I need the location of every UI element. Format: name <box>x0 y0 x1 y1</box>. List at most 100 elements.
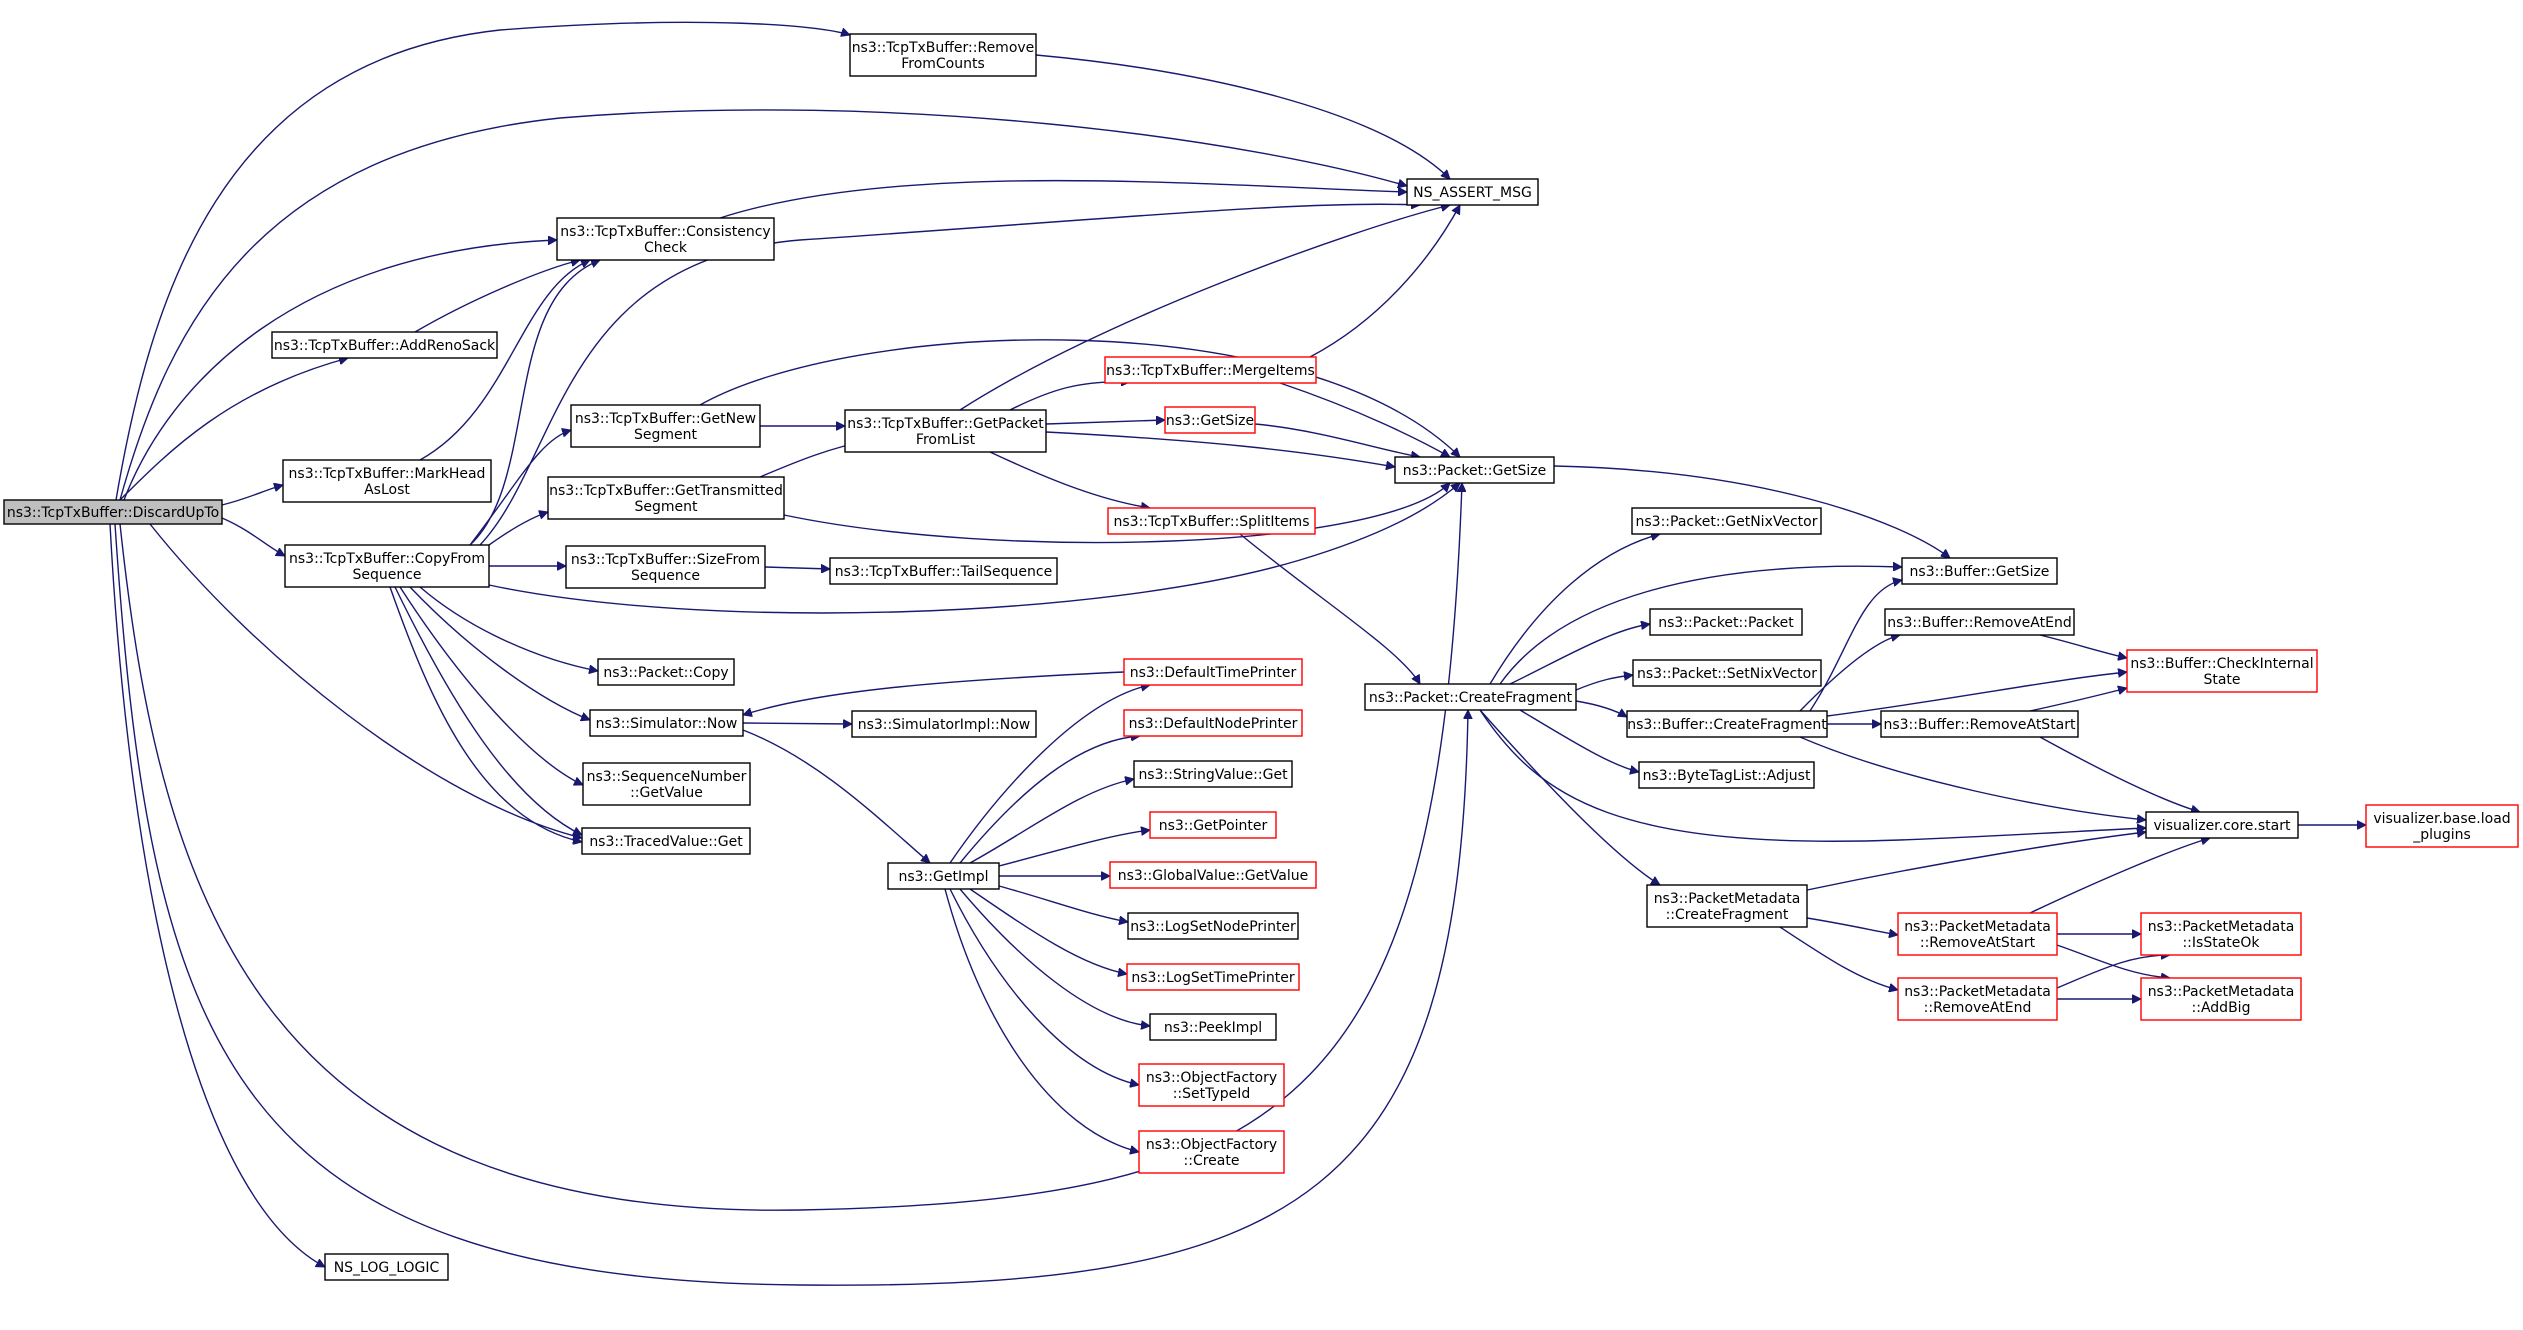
node-label: ns3::Packet::Packet <box>1658 615 1794 631</box>
node-getsize-red[interactable]: ns3::GetSize <box>1164 406 1256 434</box>
node-addrenosack[interactable]: ns3::TcpTxBuffer::AddRenoSack <box>271 331 498 359</box>
edge-simulator_now-to-getimpl <box>742 729 930 863</box>
node-tracedvalue-get[interactable]: ns3::TracedValue::Get <box>581 827 751 855</box>
node-packet-getnixvector[interactable]: ns3::Packet::GetNixVector <box>1631 507 1822 535</box>
node-label: ns3::TcpTxBuffer::MergeItems <box>1106 363 1315 379</box>
node-label: ns3::TcpTxBuffer::GetTransmitted <box>549 483 783 499</box>
node-packetmetadata-createfragment[interactable]: ns3::PacketMetadata::CreateFragment <box>1646 884 1808 928</box>
node-label: ns3::TcpTxBuffer::TailSequence <box>835 564 1052 580</box>
node-packet-createfragment[interactable]: ns3::Packet::CreateFragment <box>1364 683 1577 711</box>
edge-packet_createfragment-to-bytetaglist_adjust <box>1519 709 1639 772</box>
edge-buffer_removeatstart-to-visualizer_core_start <box>2039 736 2200 812</box>
node-box <box>1884 608 2075 636</box>
node-packetmetadata-addbig[interactable]: ns3::PacketMetadata::AddBig <box>2140 977 2302 1021</box>
node-packetmetadata-removeatstart[interactable]: ns3::PacketMetadata::RemoveAtStart <box>1897 912 2058 956</box>
edge-addrenosack-to-consistencycheck <box>414 260 580 333</box>
node-box <box>282 459 492 503</box>
node-ns-assert-msg[interactable]: NS_ASSERT_MSG <box>1406 178 1539 206</box>
node-logsetnodeprinter[interactable]: ns3::LogSetNodePrinter <box>1127 912 1299 940</box>
node-box <box>581 827 751 855</box>
node-label: ns3::DefaultNodePrinter <box>1129 716 1298 732</box>
edge-discardupto-to-removefromcounts <box>115 21 850 501</box>
edge-packet_createfragment-to-buffer_createfragment <box>1575 700 1627 718</box>
node-visualizer-base-load-plugins[interactable]: visualizer.base.load_plugins <box>2365 804 2519 848</box>
node-sequencenumber-getvalue[interactable]: ns3::SequenceNumber::GetValue <box>582 762 751 806</box>
edge-packetmetadata_removeatstart-to-packetmetadata_addbig <box>2056 944 2170 978</box>
node-objectfactory-settypeid[interactable]: ns3::ObjectFactory::SetTypeId <box>1138 1063 1285 1107</box>
node-packetmetadata-isstateok[interactable]: ns3::PacketMetadata::IsStateOk <box>2140 912 2302 956</box>
edge-consistencycheck-to-ns_assert_msg <box>719 179 1407 219</box>
node-mergeitems[interactable]: ns3::TcpTxBuffer::MergeItems <box>1104 356 1317 384</box>
node-box <box>324 1253 449 1281</box>
edges <box>109 21 2366 1286</box>
node-stringvalue-get[interactable]: ns3::StringValue::Get <box>1133 760 1293 788</box>
node-packet-getsize[interactable]: ns3::Packet::GetSize <box>1394 456 1555 484</box>
node-label: ::GetValue <box>630 785 703 801</box>
node-simulatorimpl-now[interactable]: ns3::SimulatorImpl::Now <box>851 710 1037 738</box>
node-box <box>565 545 766 589</box>
node-packetmetadata-removeatend[interactable]: ns3::PacketMetadata::RemoveAtEnd <box>1897 977 2058 1021</box>
edge-packet_createfragment-to-packet_getnixvector <box>1489 534 1660 685</box>
node-label: Check <box>644 240 688 256</box>
node-tailsequence[interactable]: ns3::TcpTxBuffer::TailSequence <box>829 557 1058 585</box>
node-box <box>1104 356 1317 384</box>
edge-defaulttimeprinter-to-simulator_now <box>743 671 1125 715</box>
node-objectfactory-create[interactable]: ns3::ObjectFactory::Create <box>1138 1130 1285 1174</box>
node-simulator-now[interactable]: ns3::Simulator::Now <box>589 709 744 737</box>
edge-markheadaslost-to-consistencycheck <box>419 260 590 461</box>
edge-gettransmittedsegment-to-packet_getsize <box>783 483 1450 544</box>
node-discardupto[interactable]: ns3::TcpTxBuffer::DiscardUpTo <box>3 499 223 525</box>
node-logsettimeprinter[interactable]: ns3::LogSetTimePrinter <box>1126 963 1300 991</box>
node-getpointer[interactable]: ns3::GetPointer <box>1149 811 1277 839</box>
node-label: FromList <box>916 432 976 448</box>
node-defaulttimeprinter[interactable]: ns3::DefaultTimePrinter <box>1123 658 1303 686</box>
node-bytetaglist-adjust[interactable]: ns3::ByteTagList::Adjust <box>1638 761 1815 789</box>
node-label: ns3::TracedValue::Get <box>589 834 743 850</box>
node-label: Sequence <box>352 567 421 583</box>
node-packet-copy[interactable]: ns3::Packet::Copy <box>597 658 735 686</box>
node-buffer-getsize[interactable]: ns3::Buffer::GetSize <box>1901 557 2058 585</box>
node-getimpl[interactable]: ns3::GetImpl <box>887 862 1000 890</box>
node-buffer-removeatend[interactable]: ns3::Buffer::RemoveAtEnd <box>1884 608 2075 636</box>
node-label: ns3::TcpTxBuffer::GetNew <box>575 411 756 427</box>
node-box <box>1126 963 1300 991</box>
edge-getpacketfromlist-to-mergeitems <box>1009 382 1130 411</box>
node-buffer-createfragment[interactable]: ns3::Buffer::CreateFragment <box>1626 710 1828 738</box>
edge-getpacketfromlist-to-splititems <box>989 451 1150 508</box>
edge-copyfromsequence-to-simulator_now <box>409 586 590 720</box>
node-label: ns3::PacketMetadata <box>2148 984 2295 1000</box>
node-globalvalue-getvalue[interactable]: ns3::GlobalValue::GetValue <box>1109 861 1317 889</box>
node-label: ns3::PacketMetadata <box>2148 919 2295 935</box>
node-label: ns3::Buffer::CheckInternal <box>2130 656 2313 672</box>
node-box <box>1133 760 1293 788</box>
node-label: State <box>2203 672 2240 688</box>
node-box <box>851 710 1037 738</box>
node-label: ns3::TcpTxBuffer::MarkHead <box>289 466 486 482</box>
edge-discardupto-to-packet_createfragment <box>114 523 1468 1286</box>
node-label: visualizer.core.start <box>2154 818 2291 834</box>
edge-buffer_createfragment-to-buffer_checkinternalstate <box>1826 672 2127 717</box>
edge-getnewsegment-to-packet_getsize <box>699 339 1460 457</box>
node-box <box>1138 1130 1285 1174</box>
node-splititems[interactable]: ns3::TcpTxBuffer::SplitItems <box>1107 507 1316 535</box>
node-visualizer-core-start[interactable]: visualizer.core.start <box>2145 811 2299 839</box>
node-box <box>284 544 490 588</box>
node-box <box>1649 608 1803 636</box>
node-defaultnodeprinter[interactable]: ns3::DefaultNodePrinter <box>1123 709 1303 737</box>
node-packet-packet[interactable]: ns3::Packet::Packet <box>1649 608 1803 636</box>
node-label: ns3::TcpTxBuffer::CopyFrom <box>289 551 485 567</box>
edge-copyfromsequence-to-consistencycheck <box>469 260 600 546</box>
node-peekimpl[interactable]: ns3::PeekImpl <box>1149 1013 1277 1041</box>
node-buffer-removeatstart[interactable]: ns3::Buffer::RemoveAtStart <box>1880 710 2079 738</box>
node-ns-log-logic[interactable]: NS_LOG_LOGIC <box>324 1253 449 1281</box>
node-packet-setnixvector[interactable]: ns3::Packet::SetNixVector <box>1632 659 1822 687</box>
